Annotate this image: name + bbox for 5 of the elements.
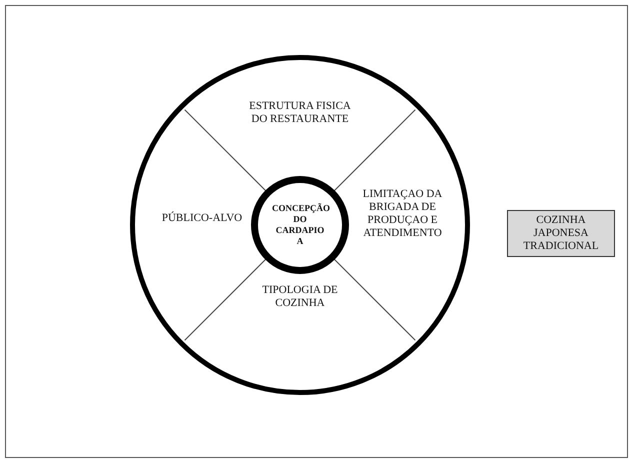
sector-label: TIPOLOGIA DE COZINHA xyxy=(250,284,350,314)
center-circle: CONCEPÇÃO DO CARDAPIO A xyxy=(251,176,349,274)
sector-label: ESTRUTURA FISICA DO RESTAURANTE xyxy=(245,100,355,130)
info-box: COZINHA JAPONESA TRADICIONAL xyxy=(507,210,615,257)
circle-ring xyxy=(130,55,470,395)
